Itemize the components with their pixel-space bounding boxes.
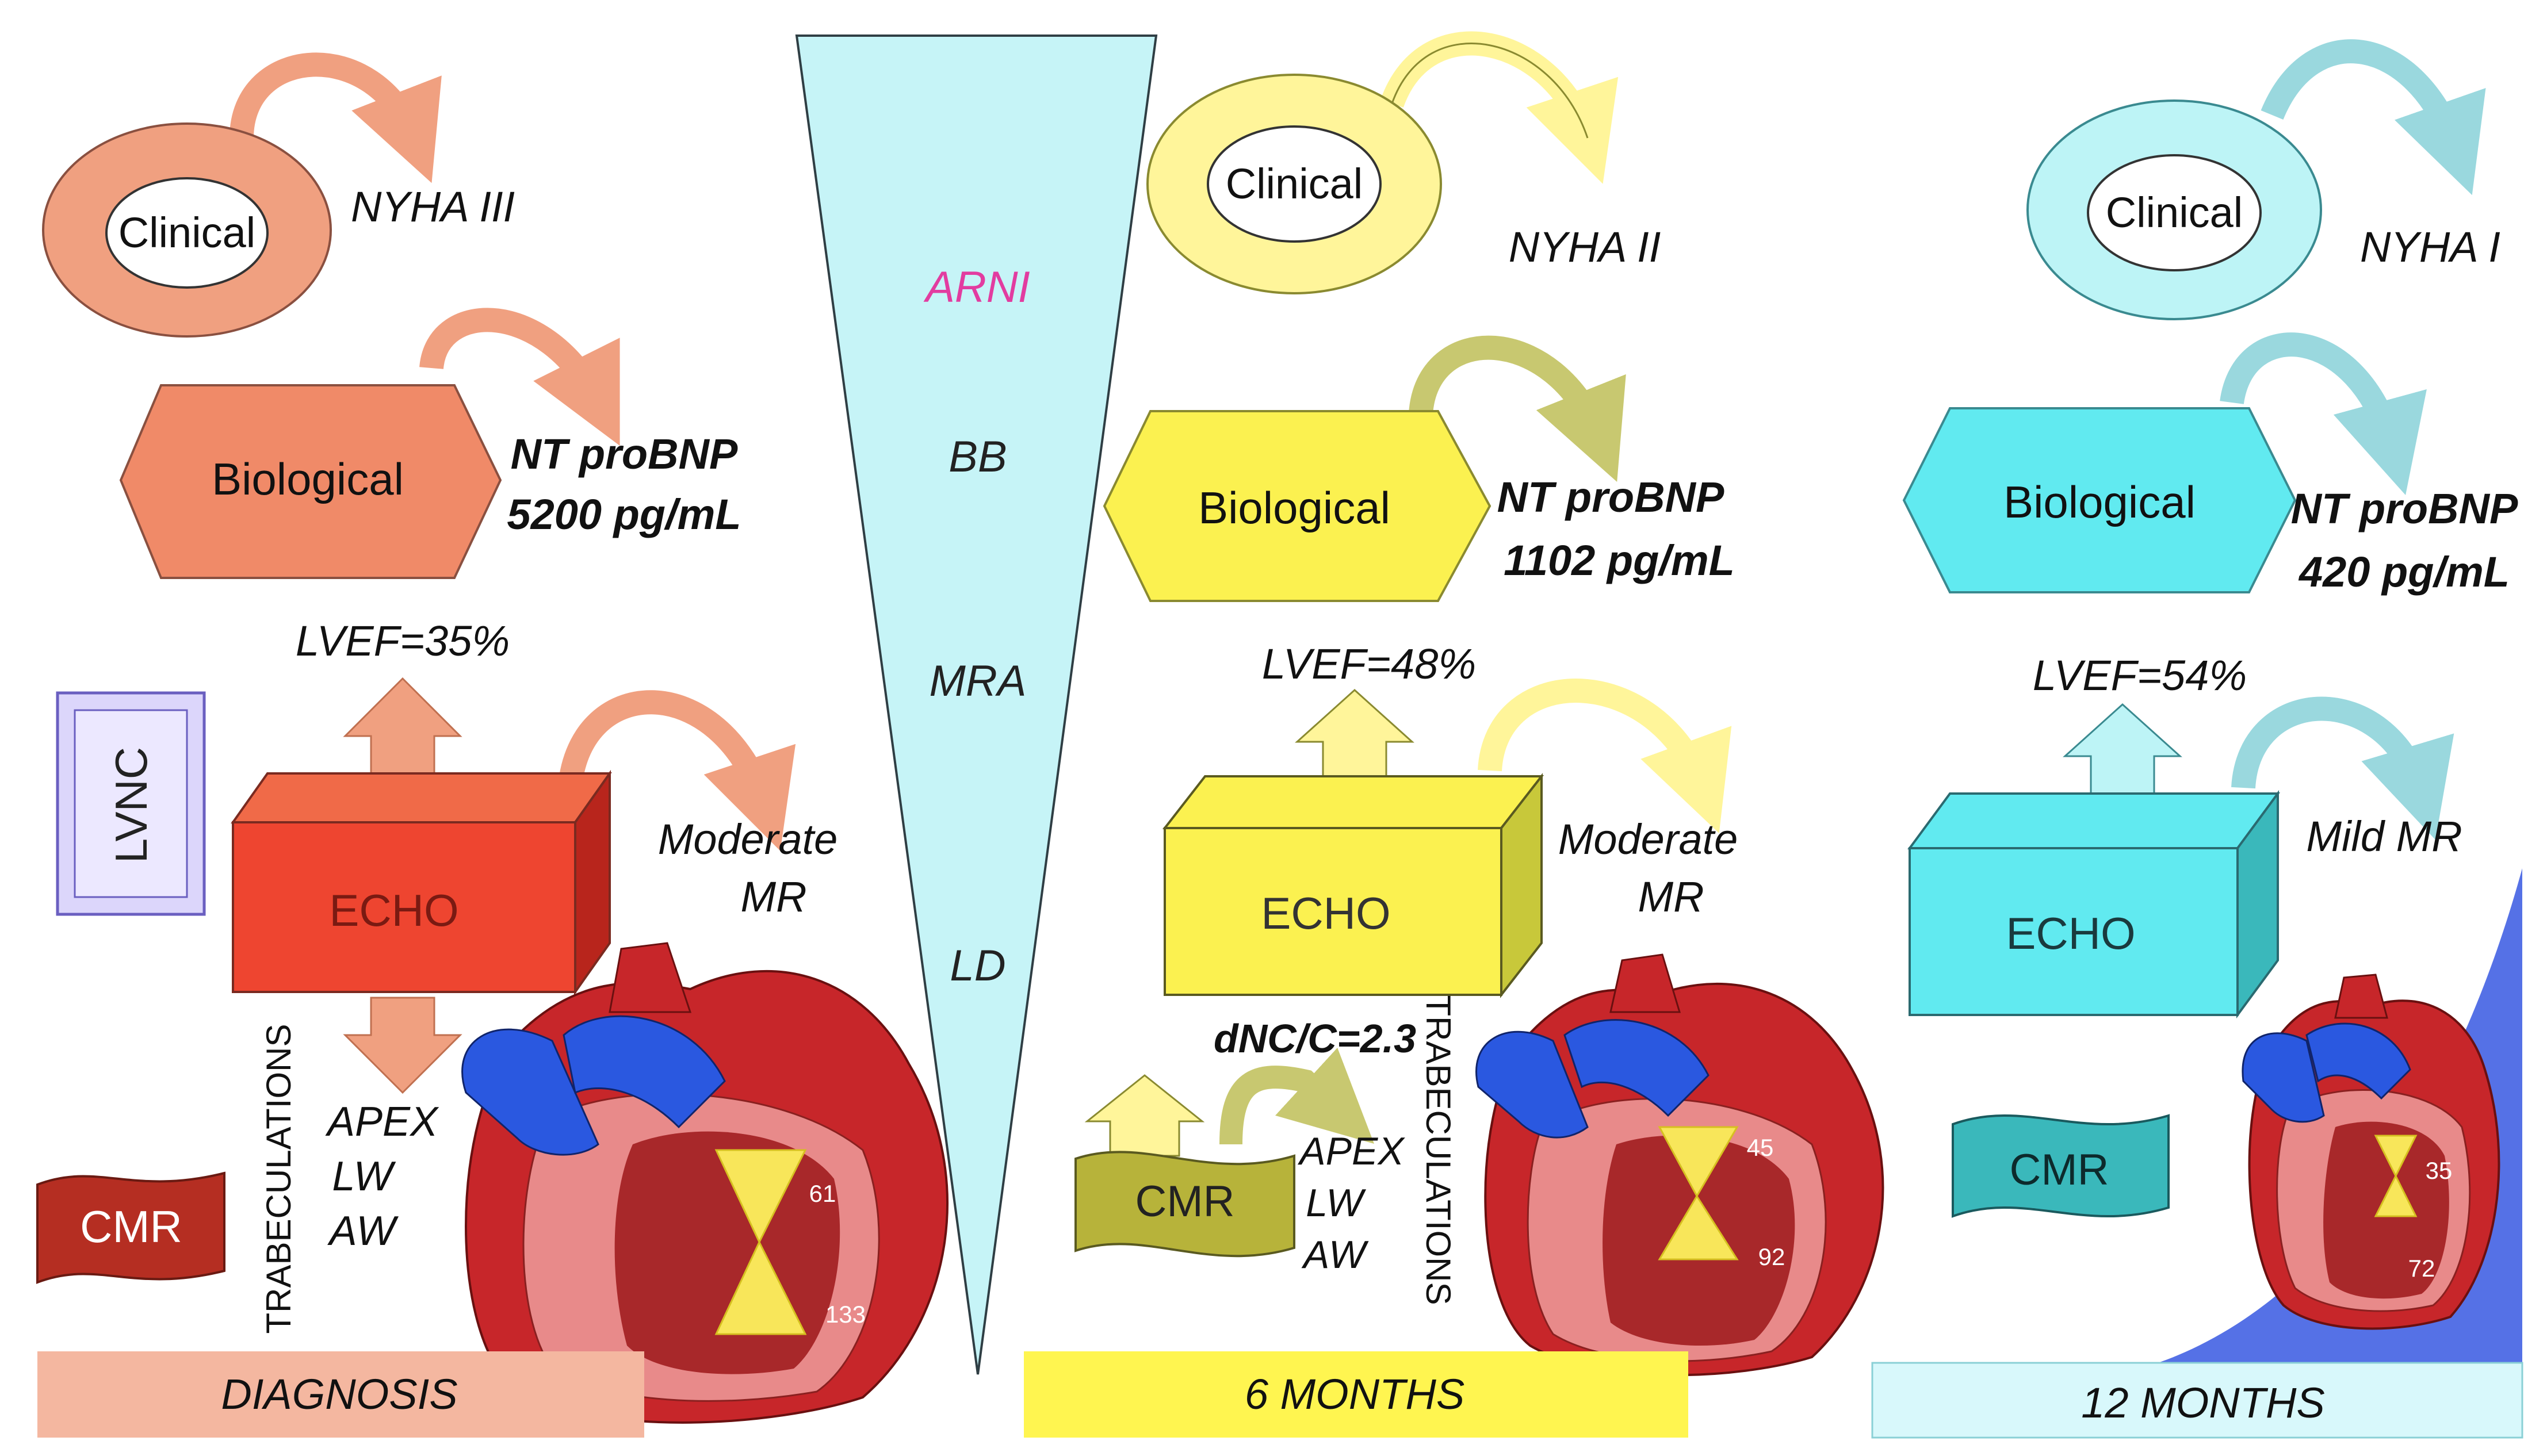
curved-arrow-icon bbox=[1380, 31, 1619, 184]
biological-hexagon: Biological bbox=[119, 308, 620, 579]
echo-label: ECHO bbox=[2006, 908, 2135, 959]
echo-label: ECHO bbox=[1261, 888, 1390, 938]
clinical-ring: Clinical bbox=[2026, 39, 2486, 320]
mr-line2: MR bbox=[740, 873, 806, 921]
biological-hexagon: Biological bbox=[1902, 332, 2427, 593]
trabeculations-label: TRABECULATIONS bbox=[259, 1024, 298, 1334]
curved-arrow-icon bbox=[1478, 679, 1732, 833]
cmr-label: CMR bbox=[2009, 1145, 2109, 1194]
down-arrow-icon bbox=[343, 997, 462, 1094]
segment-aw: AW bbox=[1301, 1233, 1369, 1277]
clinical-label: Clinical bbox=[1226, 160, 1363, 208]
clinical-value: NYHA III bbox=[351, 183, 515, 231]
biological-value-line2: 420 pg/mL bbox=[2298, 548, 2510, 596]
measure-triangle-top bbox=[714, 1149, 807, 1244]
biological-label: Biological bbox=[212, 454, 404, 504]
curved-arrow-icon bbox=[230, 52, 442, 183]
heart-illustration: 61 133 bbox=[461, 942, 949, 1424]
measure-triangle-bottom bbox=[2374, 1174, 2418, 1217]
cmr-flag: CMR bbox=[1074, 1047, 1374, 1258]
biological-value-line1: NT proBNP bbox=[511, 430, 738, 478]
segment-lw: LW bbox=[332, 1154, 396, 1200]
measure-bottom: 72 bbox=[2408, 1255, 2435, 1282]
ratio-value: dNC/C=2.3 bbox=[1214, 1016, 1416, 1061]
segment-aw: AW bbox=[327, 1208, 399, 1254]
measure-triangle-top bbox=[2374, 1135, 2418, 1178]
therapy-bb: BB bbox=[949, 432, 1007, 481]
echo-box: ECHO bbox=[1162, 679, 1732, 998]
measure-bottom: 92 bbox=[1758, 1243, 1785, 1270]
clinical-value: NYHA II bbox=[1509, 223, 1661, 271]
measure-bottom: 133 bbox=[825, 1301, 866, 1328]
cmr-label: CMR bbox=[80, 1201, 182, 1252]
biological-value-line1: NT proBNP bbox=[1497, 473, 1724, 521]
biological-value-line2: 5200 pg/mL bbox=[507, 491, 741, 538]
segment-lw: LW bbox=[1306, 1181, 1366, 1225]
up-arrow-icon bbox=[2063, 703, 2182, 795]
phase-footer bbox=[37, 1351, 644, 1438]
therapy-ld: LD bbox=[950, 941, 1005, 990]
cmr-flag: CMR bbox=[1952, 1114, 2170, 1218]
clinical-ring: Clinical bbox=[1146, 31, 1619, 294]
lvef-value: LVEF=35% bbox=[296, 617, 510, 665]
curved-arrow-icon bbox=[2261, 39, 2486, 196]
lvef-value: LVEF=48% bbox=[1262, 640, 1476, 688]
measure-triangle-top bbox=[1658, 1126, 1739, 1198]
trabeculations-label: TRABECULATIONS bbox=[1419, 995, 1458, 1305]
panel-diagnosis: Clinical NYHA III Biological NT proBNP 5… bbox=[36, 52, 949, 1438]
up-arrow-icon bbox=[343, 677, 462, 775]
echo-box: ECHO bbox=[1907, 696, 2454, 1019]
therapy-arni: ARNI bbox=[923, 263, 1030, 312]
biological-label: Biological bbox=[1198, 482, 1390, 533]
measure-triangle-bottom bbox=[1658, 1194, 1739, 1260]
up-arrow-icon bbox=[1084, 1074, 1205, 1157]
mr-line1: Mild MR bbox=[2306, 813, 2462, 860]
cmr-flag: CMR bbox=[36, 1171, 225, 1284]
curved-arrow-icon bbox=[2220, 332, 2427, 496]
lvnc-label: LVNC bbox=[106, 747, 156, 863]
measure-top: 45 bbox=[1747, 1134, 1774, 1161]
biological-label: Biological bbox=[2003, 477, 2196, 527]
segment-apex: APEX bbox=[325, 1099, 439, 1145]
curved-arrow-icon bbox=[1409, 335, 1626, 482]
clinical-label: Clinical bbox=[118, 209, 256, 256]
clinical-value: NYHA I bbox=[2360, 223, 2500, 271]
mr-line1: Moderate bbox=[1558, 815, 1738, 863]
echo-label: ECHO bbox=[329, 885, 458, 936]
therapy-wedge: ARNI BB MRA LD bbox=[795, 35, 1158, 1375]
phase-label: 12 MONTHS bbox=[2081, 1379, 2325, 1427]
panel-12-months: Clinical NYHA I Biological NT proBNP 420… bbox=[1871, 39, 2523, 1439]
biological-value-line2: 1102 pg/mL bbox=[1504, 537, 1735, 584]
echo-box: ECHO bbox=[231, 690, 796, 996]
phase-footer bbox=[1871, 1362, 2523, 1439]
clinical-label: Clinical bbox=[2106, 189, 2243, 236]
mr-line2: MR bbox=[1638, 873, 1704, 921]
lvef-value: LVEF=54% bbox=[2033, 652, 2247, 699]
panel-6-months: Clinical NYHA II Biological NT proBNP 11… bbox=[1024, 31, 1884, 1438]
cmr-label: CMR bbox=[1135, 1177, 1234, 1226]
phase-footer bbox=[1024, 1351, 1688, 1438]
curved-arrow-icon bbox=[557, 690, 796, 851]
heart-illustration: 45 92 bbox=[1475, 953, 1884, 1377]
segment-apex: APEX bbox=[1297, 1129, 1405, 1173]
phase-label: 6 MONTHS bbox=[1245, 1370, 1464, 1418]
measure-triangle-bottom bbox=[714, 1240, 807, 1335]
heart-illustration: 35 72 bbox=[2242, 974, 2500, 1330]
measure-top: 61 bbox=[809, 1180, 836, 1207]
curved-arrow-icon bbox=[2231, 696, 2454, 840]
biological-value-line1: NT proBNP bbox=[2291, 485, 2518, 532]
therapy-mra: MRA bbox=[930, 657, 1027, 706]
mr-line1: Moderate bbox=[658, 815, 838, 863]
curved-arrow-icon bbox=[419, 308, 620, 446]
phase-label: DIAGNOSIS bbox=[221, 1370, 457, 1418]
clinical-ring: Clinical bbox=[42, 52, 442, 338]
measure-top: 35 bbox=[2426, 1157, 2453, 1184]
curved-arrow-icon bbox=[1219, 1047, 1374, 1145]
lvnc-box: LVNC bbox=[56, 691, 206, 916]
up-arrow-icon bbox=[1295, 688, 1414, 777]
biological-hexagon: Biological bbox=[1103, 335, 1626, 602]
